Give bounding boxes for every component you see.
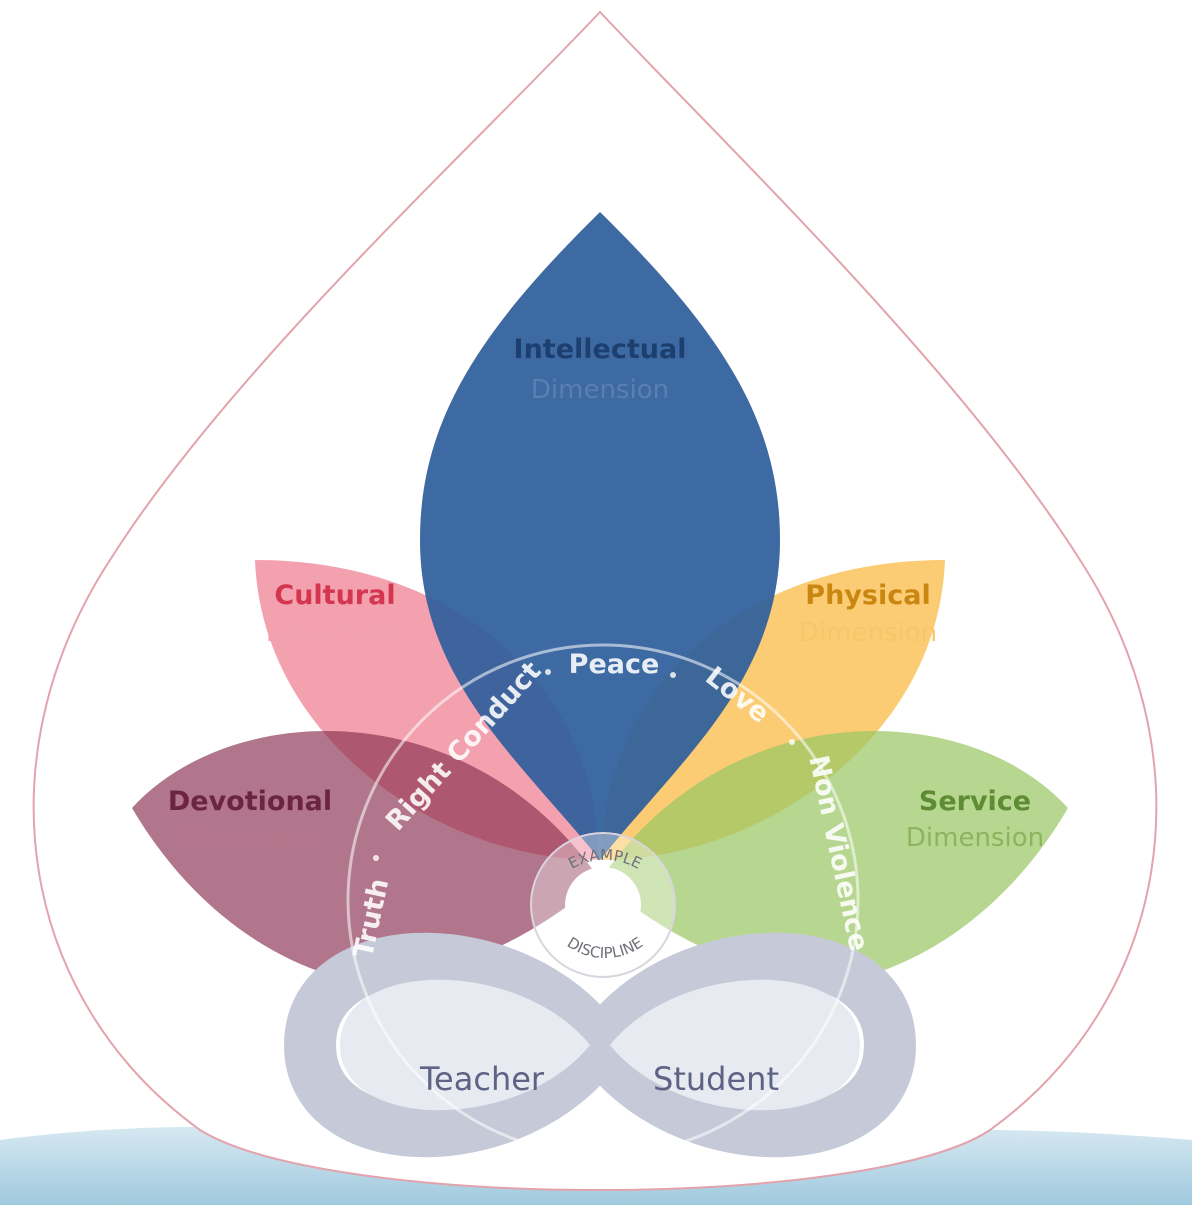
- center-hub: EXAMPLE DISCIPLINE: [530, 832, 676, 978]
- infinity-inner-right: [610, 979, 860, 1111]
- physical-subtitle: Dimension: [799, 618, 937, 648]
- service-subtitle: Dimension: [906, 823, 1044, 853]
- infinity-inner-left: [340, 979, 590, 1111]
- ring-dot: [789, 739, 795, 745]
- cultural-title: Cultural: [274, 580, 395, 611]
- physical-title: Physical: [805, 580, 930, 611]
- devotional-subtitle: Dimension: [181, 823, 319, 853]
- petal-cultural: [255, 560, 599, 860]
- infinity-outer: [284, 932, 916, 1158]
- dimension-labels: Intellectual Dimension Cultural Dimensio…: [168, 334, 1044, 853]
- teacher-label: Teacher: [419, 1060, 545, 1098]
- ring-dot: [545, 669, 551, 675]
- petal-service: [600, 731, 1068, 979]
- infinity-symbol: [284, 932, 916, 1158]
- intellectual-subtitle: Dimension: [531, 375, 669, 405]
- ring-dot: [373, 855, 379, 861]
- student-label: Student: [653, 1060, 779, 1098]
- values-ring: [346, 643, 860, 1157]
- petal-devotional: [132, 731, 600, 979]
- cultural-subtitle: Dimension: [266, 618, 404, 648]
- service-title: Service: [919, 786, 1031, 817]
- roles: Teacher Student: [419, 1060, 779, 1098]
- devotional-title: Devotional: [168, 786, 332, 817]
- petal-intellectual: [420, 212, 780, 860]
- intellectual-title: Intellectual: [514, 334, 687, 365]
- ring-dot: [670, 672, 676, 678]
- value-peace: Peace: [569, 649, 660, 680]
